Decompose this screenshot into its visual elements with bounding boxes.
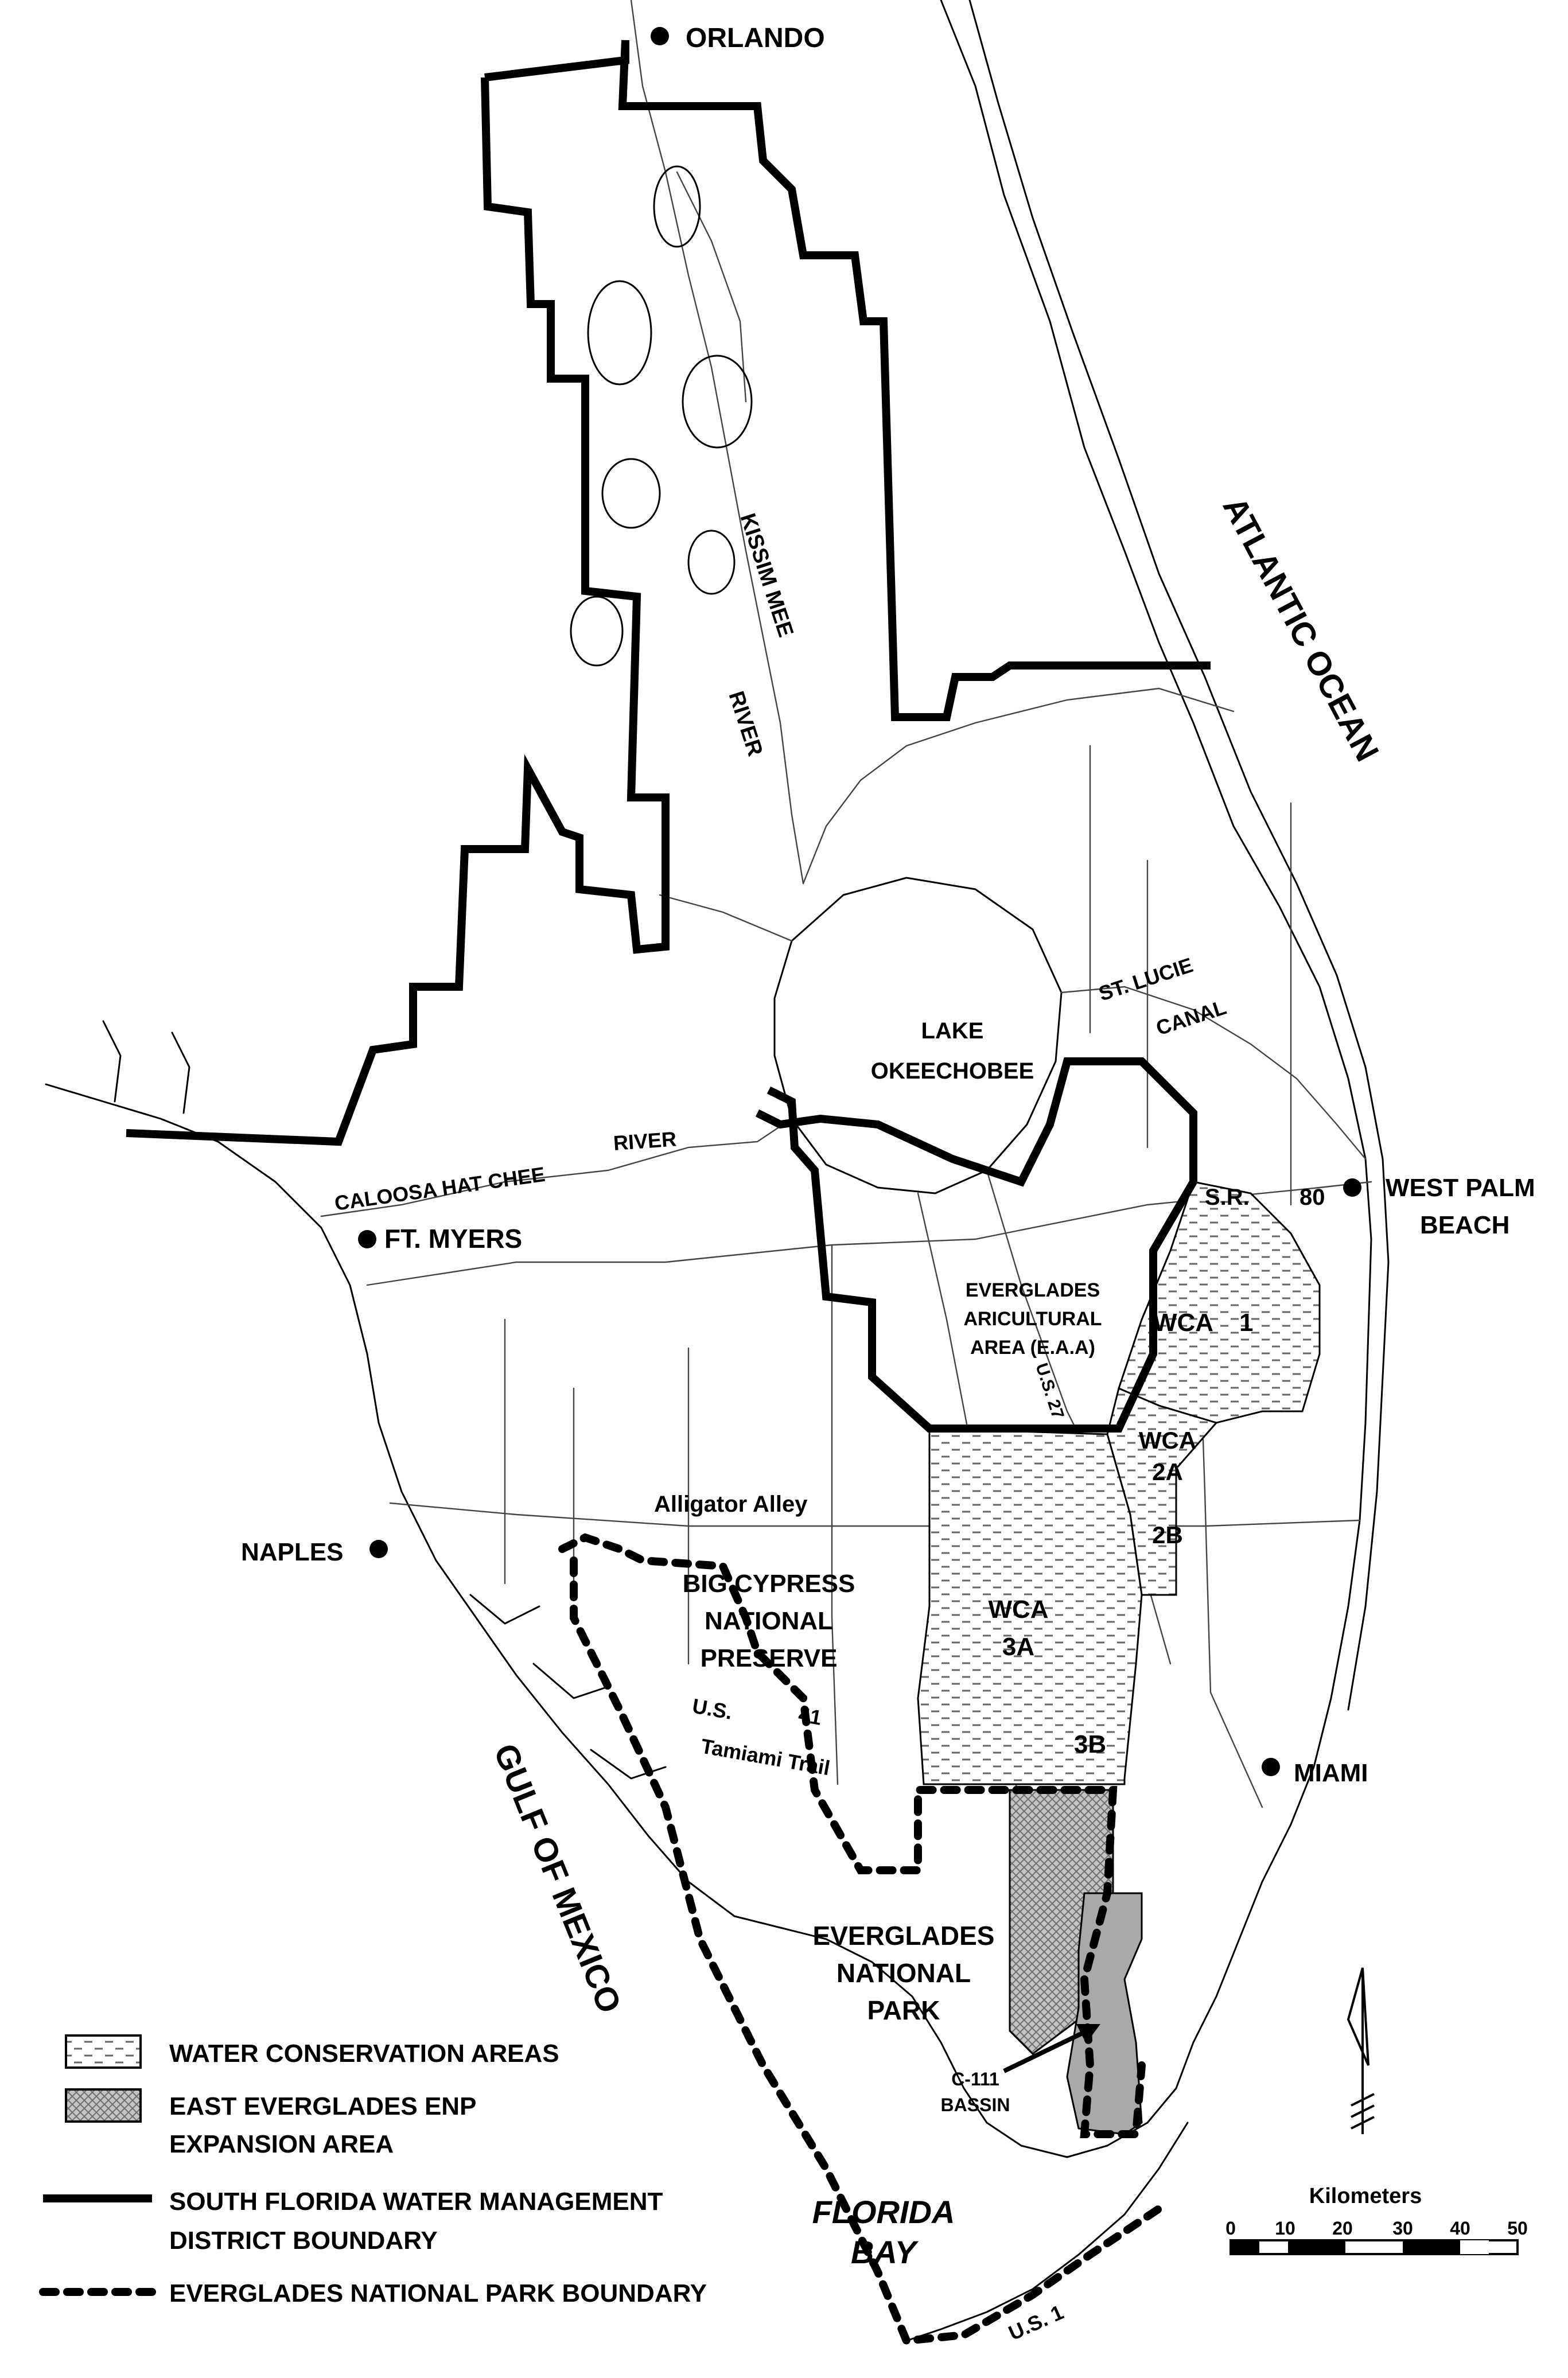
enp-boundary	[558, 1533, 1163, 2345]
sr80-label-2: 80	[1299, 1185, 1325, 1210]
legend: WATER CONSERVATION AREAS EAST EVERGLADES…	[39, 2034, 707, 2307]
eaa-label-1: EVERGLADES	[966, 1279, 1100, 1301]
us41-label-1: U.S.	[691, 1694, 734, 1725]
legend-label-expansion-1: EAST EVERGLADES ENP	[169, 2092, 476, 2120]
scale-bar-title: Kilometers	[1309, 2184, 1422, 2208]
gulf-of-mexico-label: GULF OF MEXICO	[487, 1739, 628, 2018]
ft-myers-label: FT. MYERS	[384, 1224, 522, 1254]
wca3a-label-2: 3A	[1002, 1633, 1034, 1661]
florida-keys	[905, 2122, 1189, 2342]
naples-label: NAPLES	[241, 1538, 343, 1566]
us41-label-2: 41	[797, 1703, 824, 1730]
wca3a-label-1: WCA	[988, 1595, 1048, 1624]
enp-label-3: PARK	[867, 1995, 940, 2025]
big-cypress-label-3: PRESERVE	[701, 1644, 838, 1672]
scale-tick-10: 10	[1275, 2218, 1295, 2239]
caloosahatchee-label-1: CALOOSA HAT CHEE	[333, 1162, 546, 1215]
legend-swatch-wca	[65, 2034, 142, 2069]
legend-label-enp: EVERGLADES NATIONAL PARK BOUNDARY	[169, 2279, 707, 2307]
scale-tick-0: 0	[1225, 2218, 1236, 2239]
kissimmee-river-label-2: RIVER	[723, 688, 767, 759]
legend-label-wca: WATER CONSERVATION AREAS	[169, 2040, 559, 2068]
scale-bar: Kilometers 0 10 20 30 40 50	[1225, 2184, 1528, 2255]
legend-swatch-expansion	[65, 2088, 142, 2123]
florida-bay-label-1: FLORIDA	[812, 2194, 955, 2230]
orlando-label: ORLANDO	[686, 23, 825, 53]
wca1-label-1: WCA	[1153, 1309, 1213, 1337]
scale-tick-50: 50	[1507, 2218, 1528, 2239]
wca-3-area	[917, 1427, 1143, 1785]
st-lucie-canal-label-1: ST. LUCIE	[1096, 953, 1196, 1006]
enp-label-1: EVERGLADES	[813, 1921, 995, 1951]
wca3b-label: 3B	[1074, 1730, 1106, 1758]
sfwmd-boundary	[126, 40, 1211, 1433]
us27-label: U.S. 27	[1032, 1361, 1067, 1421]
c111-arrow	[1003, 2026, 1094, 2073]
legend-label-sfwmd-2: DISTRICT BOUNDARY	[169, 2227, 438, 2255]
ft-myers-marker	[358, 1230, 376, 1248]
atlantic-ocean-label: ATLANTIC OCEAN	[1216, 491, 1386, 768]
c111-label-2: BASSIN	[941, 2095, 1010, 2115]
kissimmee-lakes	[570, 165, 753, 667]
st-lucie-canal-label-2: CANAL	[1153, 995, 1229, 1040]
eaa-label-2: ARICULTURAL	[963, 1308, 1102, 1330]
caloosahatchee-label-2: RIVER	[613, 1127, 678, 1155]
north-arrow	[1347, 1967, 1375, 2134]
enp-label-2: NATIONAL	[836, 1958, 971, 1988]
c111-label-1: C-111	[951, 2069, 999, 2089]
wca2a-label-2: 2A	[1152, 1458, 1183, 1485]
wca1-label-2: 1	[1239, 1309, 1253, 1337]
barrier-islands	[968, 0, 1390, 1711]
florida-coastline	[45, 0, 1372, 2158]
alligator-alley-label: Alligator Alley	[654, 1492, 808, 1517]
miami-marker	[1262, 1758, 1280, 1776]
sr80-label-1: S.R.	[1205, 1185, 1250, 1210]
lake-okeechobee-label-1: LAKE	[921, 1018, 984, 1044]
west-palm-beach-label-1: WEST PALM	[1386, 1174, 1535, 1202]
west-palm-beach-label-2: BEACH	[1420, 1211, 1509, 1239]
florida-bay-label-2: BAY	[851, 2234, 919, 2270]
big-cypress-label-2: NATIONAL	[705, 1607, 833, 1635]
scale-tick-40: 40	[1450, 2218, 1470, 2239]
kissimmee-river-label-1: KISSIM MEE	[735, 511, 797, 640]
wca2a-label-1: WCA	[1139, 1427, 1196, 1454]
legend-label-sfwmd-1: SOUTH FLORIDA WATER MANAGEMENT	[169, 2188, 663, 2216]
wca-1-area	[1118, 1181, 1321, 1424]
scale-tick-30: 30	[1392, 2218, 1413, 2239]
west-coast-islands	[102, 1020, 667, 1780]
canal-network	[320, 0, 1372, 1837]
lake-okeechobee	[773, 877, 1063, 1194]
miami-label: MIAMI	[1294, 1759, 1368, 1787]
west-palm-beach-marker	[1343, 1178, 1361, 1197]
eaa-label-3: AREA (E.A.A)	[970, 1337, 1095, 1359]
lake-okeechobee-label-2: OKEECHOBEE	[871, 1058, 1034, 1084]
naples-marker	[369, 1540, 388, 1558]
orlando-marker	[651, 27, 669, 45]
c111-arrowhead	[1076, 2024, 1100, 2044]
wca2b-label: 2B	[1152, 1521, 1183, 1548]
legend-label-expansion-2: EXPANSION AREA	[169, 2130, 394, 2158]
scale-tick-20: 20	[1332, 2218, 1353, 2239]
big-cypress-label-1: BIG CYPRESS	[683, 1570, 855, 1598]
